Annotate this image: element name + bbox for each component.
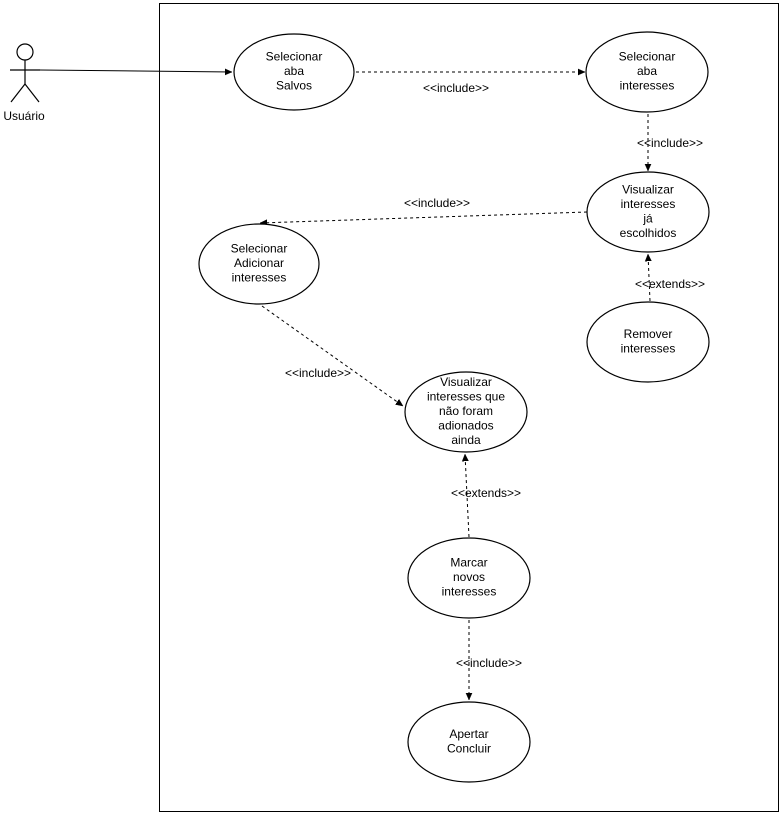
relation-label-include: <<include>> bbox=[404, 196, 470, 210]
use-case-label-line: Adicionar bbox=[234, 256, 284, 270]
use-case-label-line: não foram bbox=[439, 404, 493, 418]
use-case-label-line: interesses bbox=[232, 271, 287, 285]
use-case-label-line: aba bbox=[284, 64, 304, 78]
use-case-ellipse bbox=[585, 31, 709, 113]
relation-label-extends: <<extends>> bbox=[635, 277, 705, 291]
use-case-label-line: Remover bbox=[624, 327, 673, 341]
use-case-ellipse bbox=[198, 223, 320, 305]
use-case-label-line: Concluir bbox=[447, 741, 491, 755]
relation-include-uc3-uc4[interactable] bbox=[260, 211, 588, 223]
use-case-ellipse bbox=[407, 537, 531, 619]
relation-label-include: <<include>> bbox=[423, 81, 489, 95]
relation-label-include: <<include>> bbox=[456, 656, 522, 670]
actor-right-leg bbox=[24, 83, 40, 103]
use-case-label-line: Selecionar bbox=[266, 50, 323, 64]
actor-usuario[interactable]: Usuário bbox=[3, 43, 45, 123]
use-case-label-line: novos bbox=[453, 570, 485, 584]
relation-extends-uc7-uc6[interactable] bbox=[465, 454, 470, 538]
use-case-ellipse bbox=[404, 371, 528, 453]
use-case-label-line: escolhidos bbox=[620, 226, 677, 240]
relation-include-uc4-uc6[interactable] bbox=[261, 305, 403, 407]
use-case-label-line: já bbox=[642, 211, 653, 225]
use-case-ellipse bbox=[233, 33, 355, 111]
use-case-label-line: Visualizar bbox=[440, 375, 492, 389]
use-case-label-line: Selecionar bbox=[619, 50, 676, 64]
use-case-ellipse bbox=[407, 701, 531, 783]
edges-layer bbox=[39, 70, 650, 700]
relation-label-include: <<include>> bbox=[637, 136, 703, 150]
use-case-label-line: interesses que bbox=[427, 390, 505, 404]
use-case-label-line: Visualizar bbox=[622, 182, 674, 196]
use-cases-layer: SelecionarabaSalvosSelecionarabainteress… bbox=[198, 31, 710, 783]
relation-label-include: <<include>> bbox=[285, 366, 351, 380]
use-case-ellipse bbox=[586, 171, 710, 253]
use-case-label-line: Selecionar bbox=[231, 242, 288, 256]
system-boundary bbox=[159, 3, 779, 812]
use-case-label-line: interesses bbox=[442, 585, 497, 599]
actor-head bbox=[16, 43, 34, 61]
use-case-label-line: Salvos bbox=[276, 79, 312, 93]
edge-labels-layer: <<include>> <<include>> <<include>> <<exten… bbox=[285, 81, 705, 670]
use-case-label-line: interesses bbox=[621, 341, 676, 355]
use-case-label-line: ainda bbox=[451, 433, 481, 447]
actor-left-leg bbox=[10, 83, 26, 103]
use-case-label-line: Apertar bbox=[449, 727, 488, 741]
use-case-ellipse bbox=[586, 301, 710, 383]
use-case-label-line: interesses bbox=[620, 79, 675, 93]
actor-name: Usuário bbox=[3, 109, 45, 123]
use-case-label-line: aba bbox=[637, 64, 657, 78]
use-case-label-line: adionados bbox=[438, 419, 493, 433]
relation-label-extends: <<extends>> bbox=[451, 486, 521, 500]
relation-association-actor-uc1[interactable] bbox=[39, 70, 232, 72]
use-case-label-line: Marcar bbox=[450, 556, 487, 570]
relation-extends-uc5-uc3[interactable] bbox=[648, 254, 650, 302]
use-case-label-line: interesses bbox=[621, 197, 676, 211]
